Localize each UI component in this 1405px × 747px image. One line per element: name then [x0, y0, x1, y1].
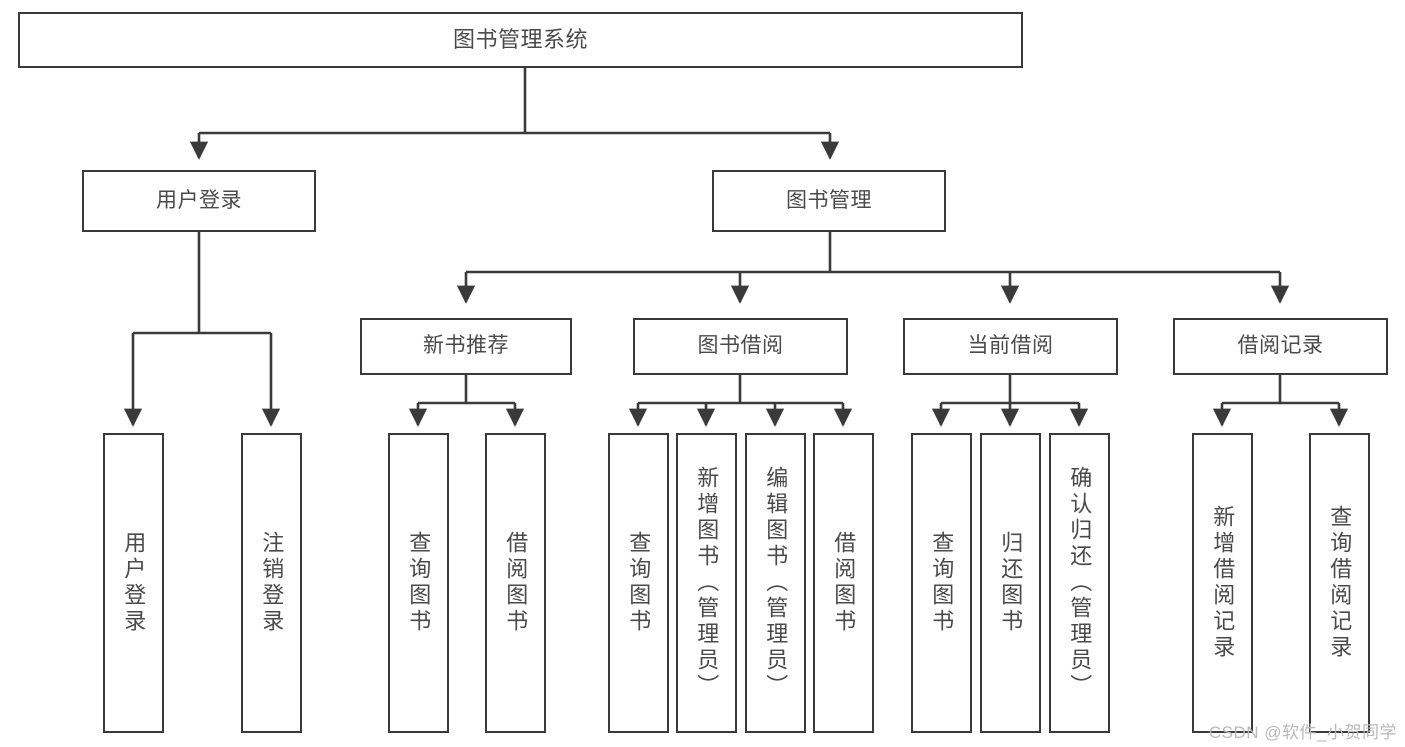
node-borrow-record[interactable]: 借阅记录: [1173, 318, 1388, 375]
watermark-text: CSDN @软件_小贺同学: [1208, 723, 1397, 742]
node-label: 查询借阅记录: [1327, 505, 1353, 661]
node-label: 用户登录: [121, 531, 147, 635]
node-root-system[interactable]: 图书管理系统: [18, 12, 1023, 68]
node-leaf-logout[interactable]: 注销登录: [241, 433, 302, 733]
node-leaf-borrow-book-1[interactable]: 借阅图书: [485, 433, 546, 733]
node-leaf-edit-book[interactable]: 编辑图书（管理员）: [745, 433, 806, 733]
node-label: 图书借阅: [697, 334, 784, 358]
node-label: 编辑图书（管理员）: [763, 466, 789, 700]
node-book-borrowing[interactable]: 图书借阅: [633, 318, 848, 375]
node-label: 图书管理系统: [452, 27, 588, 53]
node-label: 新增借阅记录: [1210, 505, 1236, 661]
node-label: 图书管理: [786, 188, 872, 212]
node-book-management[interactable]: 图书管理: [712, 170, 946, 232]
node-leaf-query-book-3[interactable]: 查询图书: [911, 433, 972, 733]
node-label: 当前借阅: [967, 334, 1054, 358]
node-leaf-return-book[interactable]: 归还图书: [980, 433, 1041, 733]
node-label: 确认归还（管理员）: [1067, 466, 1093, 700]
node-new-book-recommendation[interactable]: 新书推荐: [360, 318, 572, 375]
node-label: 归还图书: [998, 531, 1024, 635]
node-label: 查询图书: [406, 531, 432, 635]
node-leaf-user-login[interactable]: 用户登录: [103, 433, 164, 733]
node-leaf-query-book-2[interactable]: 查询图书: [608, 433, 669, 733]
node-leaf-borrow-book-2[interactable]: 借阅图书: [813, 433, 874, 733]
node-leaf-add-record[interactable]: 新增借阅记录: [1192, 433, 1253, 733]
node-label: 注销登录: [259, 531, 285, 635]
node-label: 查询图书: [929, 531, 955, 635]
node-label: 查询图书: [626, 531, 652, 635]
node-current-borrowing[interactable]: 当前借阅: [903, 318, 1118, 375]
node-label: 用户登录: [156, 188, 242, 212]
node-label: 新增图书（管理员）: [694, 466, 720, 700]
node-label: 借阅记录: [1237, 334, 1324, 358]
node-leaf-confirm-return[interactable]: 确认归还（管理员）: [1049, 433, 1110, 733]
node-leaf-query-book-1[interactable]: 查询图书: [388, 433, 449, 733]
node-user-login[interactable]: 用户登录: [82, 170, 316, 232]
node-label: 借阅图书: [831, 531, 857, 635]
node-label: 新书推荐: [423, 334, 509, 358]
node-label: 借阅图书: [503, 531, 529, 635]
node-leaf-add-book[interactable]: 新增图书（管理员）: [676, 433, 737, 733]
node-leaf-query-record[interactable]: 查询借阅记录: [1309, 433, 1370, 733]
